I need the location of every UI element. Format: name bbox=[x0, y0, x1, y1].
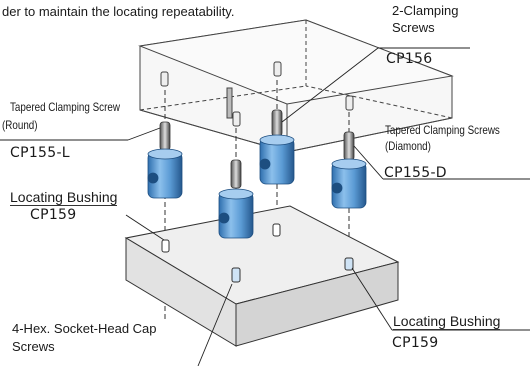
locating-bushing-label-right: Locating Bushing bbox=[393, 313, 501, 330]
intro-text: der to maintain the locating repeatabili… bbox=[2, 4, 235, 19]
part-number-cp155-l: CP155-L bbox=[10, 145, 70, 161]
tapered-screws-diamond-label-2: (Diamond) bbox=[385, 139, 431, 153]
base-holes bbox=[161, 223, 354, 283]
part-number-cp159-left: CP159 bbox=[30, 207, 77, 223]
tapered-screw-round-label-2: (Round) bbox=[2, 118, 38, 132]
part-number-cp155-d: CP155-D bbox=[384, 165, 447, 181]
locating-bushing-label-left: Locating Bushing bbox=[10, 189, 118, 206]
hex-screws-label-2: Screws bbox=[12, 339, 55, 354]
base-plate bbox=[124, 205, 400, 347]
tapered-screw-round-label: Tapered Clamping Screw bbox=[10, 100, 120, 114]
tapered-screws-diamond-label: Tapered Clamping Screws bbox=[385, 123, 500, 137]
part-number-cp159-right: CP159 bbox=[392, 335, 439, 351]
part-number-cp156: CP156 bbox=[386, 51, 433, 67]
clamping-screws-label: 2-Clamping bbox=[392, 3, 459, 18]
leader-lines bbox=[0, 47, 530, 366]
clamping-screws-label-2: Screws bbox=[392, 20, 435, 35]
hex-screws-label: 4-Hex. Socket-Head Cap bbox=[12, 321, 157, 336]
locating-bushings bbox=[147, 134, 367, 239]
plate-pins bbox=[160, 61, 354, 127]
